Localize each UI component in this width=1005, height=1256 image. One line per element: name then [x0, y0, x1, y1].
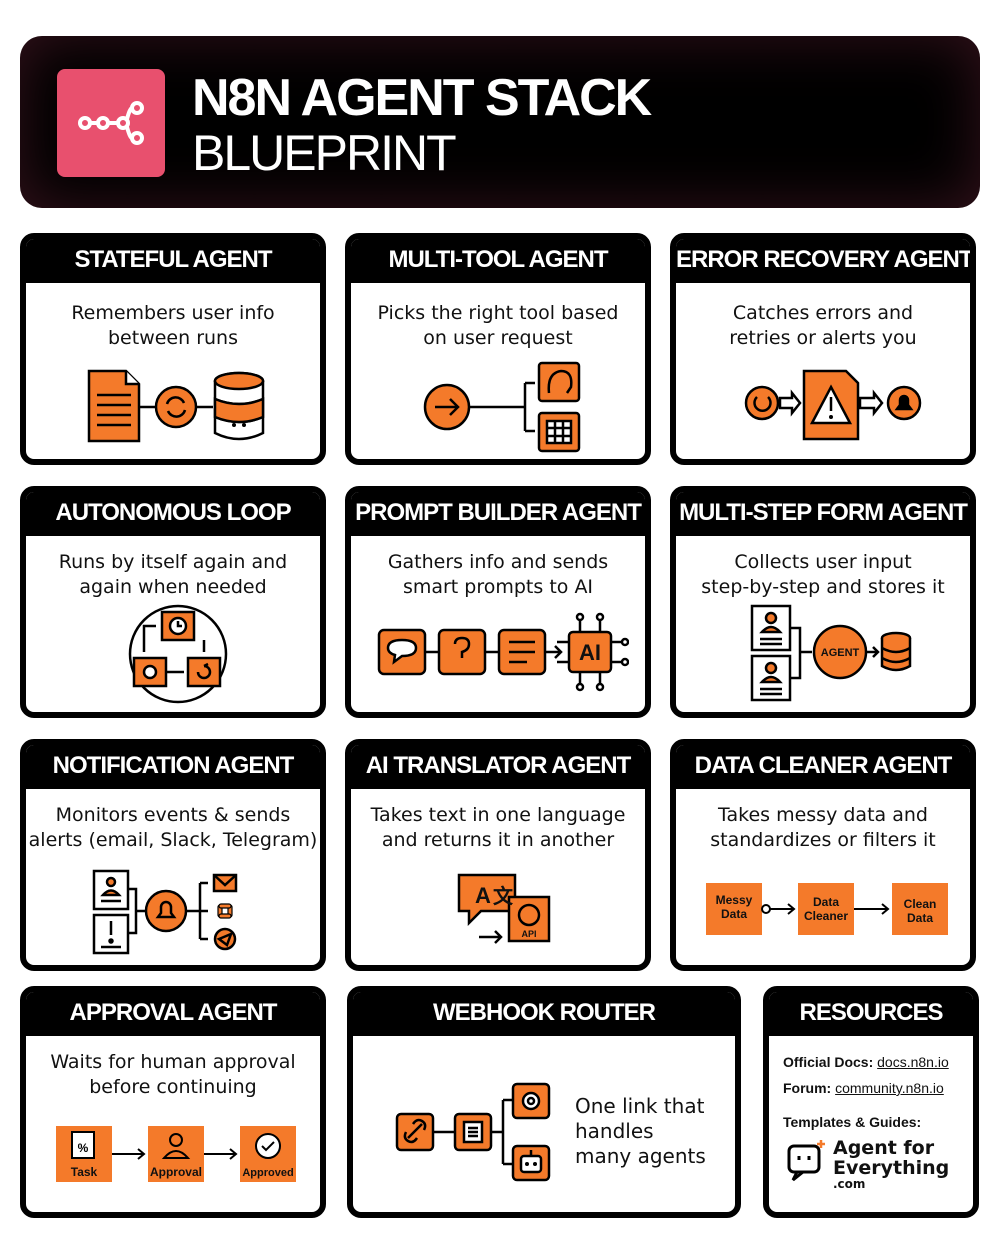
agent-for-everything-logo: [787, 1140, 825, 1182]
card-title: ERROR RECOVERY AGENT: [676, 239, 970, 283]
translate-icon: A 文 API: [457, 873, 551, 944]
card-resources: RESOURCES Official Docs: docs.n8n.io For…: [763, 986, 979, 1218]
tool-router-icon: [423, 361, 581, 453]
card-title: DATA CLEANER AGENT: [676, 745, 970, 789]
error-alert-icon: [744, 369, 922, 441]
forum-link[interactable]: community.n8n.io: [835, 1080, 944, 1096]
svg-text:Data: Data: [907, 911, 933, 925]
n8n-logo: [57, 69, 165, 177]
resource-forum: Forum: community.n8n.io: [783, 1080, 944, 1096]
svg-text:Data: Data: [813, 895, 839, 909]
card-title: WEBHOOK ROUTER: [353, 992, 735, 1036]
card-title: PROMPT BUILDER AGENT: [351, 492, 645, 536]
brand-wordmark: Agent for Everything .com: [833, 1137, 950, 1191]
resource-docs: Official Docs: docs.n8n.io: [783, 1054, 949, 1070]
card-title: MULTI-STEP FORM AGENT: [676, 492, 970, 536]
svg-text:Cleaner: Cleaner: [804, 909, 848, 923]
ai-chip-label: AI: [579, 640, 601, 665]
agent-node-label: AGENT: [821, 647, 860, 659]
card-multi-tool-agent: MULTI-TOOL AGENT Picks the right tool ba…: [345, 233, 651, 465]
card-title: MULTI-TOOL AGENT: [351, 239, 645, 283]
n8n-flow-icon: [78, 101, 144, 145]
document-to-database-icon: [87, 369, 265, 443]
glyph-a: A: [475, 883, 491, 908]
webhook-description: One link that handles many agents: [575, 1094, 706, 1168]
card-title: NOTIFICATION AGENT: [26, 745, 320, 789]
svg-text:Messy: Messy: [716, 893, 753, 907]
resource-templates: Templates & Guides:: [783, 1114, 922, 1130]
webhook-router-icon: [395, 1082, 551, 1182]
card-title: AUTONOMOUS LOOP: [26, 492, 320, 536]
card-title: AI TRANSLATOR AGENT: [351, 745, 645, 789]
card-title: RESOURCES: [769, 992, 973, 1036]
data-cleaning-flow: Messy Data Data Cleaner Clean Data: [706, 883, 948, 935]
card-multi-step-form-agent: MULTI-STEP FORM AGENT Collects user inpu…: [670, 486, 976, 718]
page-title: N8N AGENT STACK: [192, 69, 652, 127]
card-prompt-builder-agent: PROMPT BUILDER AGENT Gathers info and se…: [345, 486, 651, 718]
step-task: Task: [71, 1165, 98, 1179]
step-approved: Approved: [242, 1167, 293, 1179]
prompt-to-ai-icon: AI: [377, 612, 629, 692]
svg-text:Data: Data: [721, 907, 747, 921]
loop-cycle-icon: [128, 604, 228, 704]
step-approval: Approval: [150, 1165, 202, 1179]
svg-text:Clean: Clean: [904, 897, 937, 911]
card-webhook-router: WEBHOOK ROUTER One link that handles man…: [347, 986, 741, 1218]
api-label: API: [521, 929, 536, 939]
card-autonomous-loop: AUTONOMOUS LOOP Runs by itself again and…: [20, 486, 326, 718]
card-ai-translator-agent: AI TRANSLATOR AGENT Takes text in one la…: [345, 739, 651, 971]
page-subtitle: BLUEPRINT: [192, 125, 457, 181]
svg-text:%: %: [78, 1141, 89, 1155]
glyph-b: 文: [493, 884, 514, 908]
card-notification-agent: NOTIFICATION AGENT Monitors events & sen…: [20, 739, 326, 971]
card-title: STATEFUL AGENT: [26, 239, 320, 283]
card-title: APPROVAL AGENT: [26, 992, 320, 1036]
header-banner: N8N AGENT STACK BLUEPRINT: [20, 36, 980, 208]
docs-link[interactable]: docs.n8n.io: [877, 1054, 949, 1070]
form-to-storage-icon: AGENT: [750, 604, 912, 702]
approval-flow: % Task Approval Approved: [56, 1126, 296, 1182]
event-alert-icon: [92, 869, 238, 955]
